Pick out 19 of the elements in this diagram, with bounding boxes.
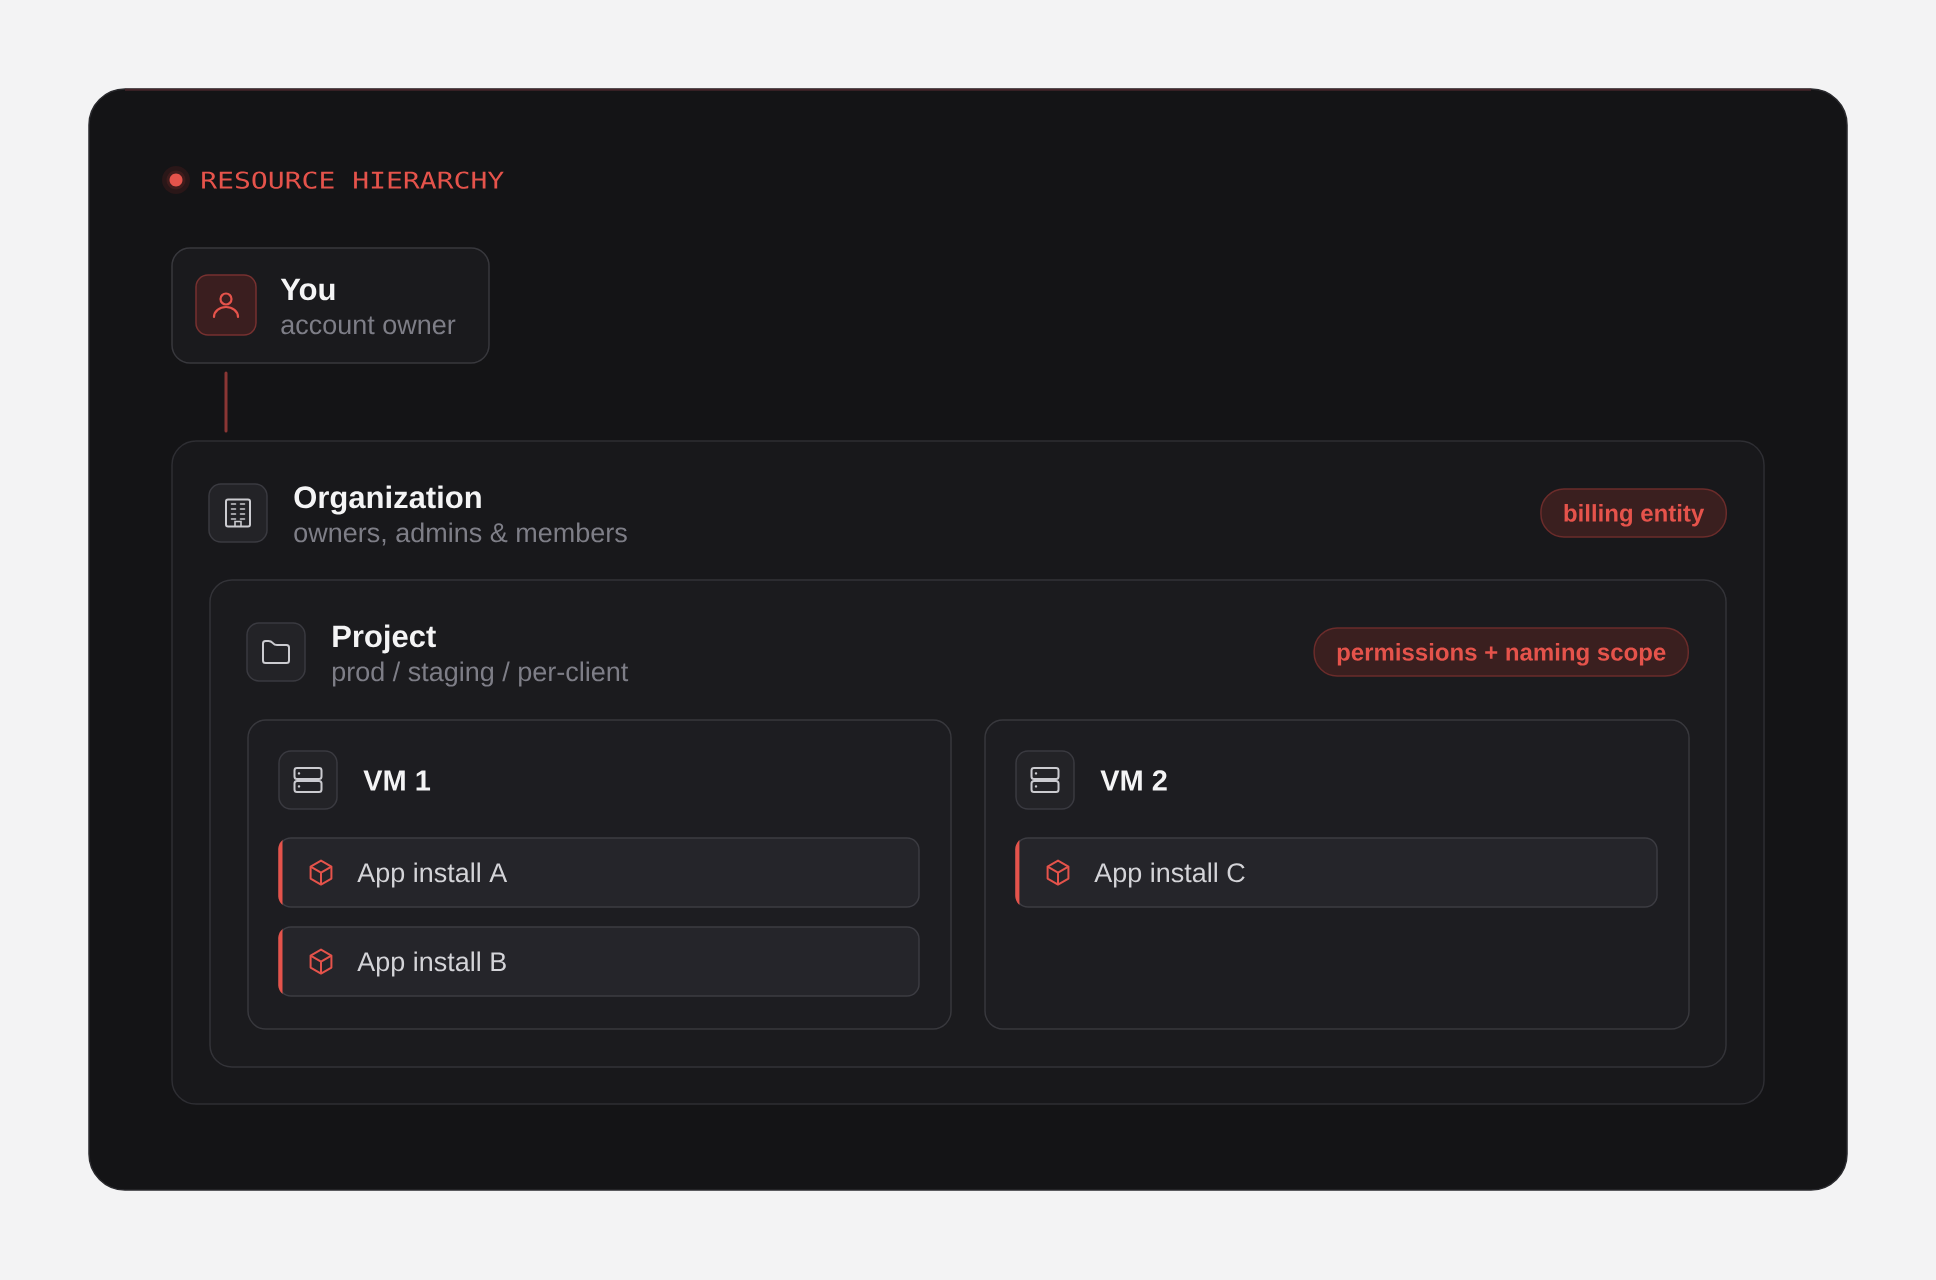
app-name: App install B (357, 951, 506, 977)
section-title: RESOURCE HIERARCHY (202, 171, 504, 189)
app-install-row (1015, 837, 1658, 908)
panel-title: Project (333, 624, 436, 654)
panel-title: VM 1 (363, 770, 431, 791)
card-title: You (280, 278, 335, 301)
app-name: App install A (357, 862, 508, 888)
panel-subtitle: prod / staging / per-client (332, 661, 629, 687)
owner-card (171, 247, 490, 364)
tag-badge: billing entity (1540, 488, 1727, 538)
card-subtitle: account owner (281, 316, 456, 335)
connector-line (224, 371, 228, 433)
panel-title: Organization (294, 485, 481, 515)
panel-subtitle: owners, admins & members (294, 522, 627, 546)
app-install-row (278, 837, 920, 908)
tag-badge: permissions + naming scope (1313, 627, 1689, 677)
app-install-row (278, 926, 920, 997)
app-name: App install C (1094, 862, 1245, 888)
panel-title: VM 2 (1100, 770, 1167, 791)
